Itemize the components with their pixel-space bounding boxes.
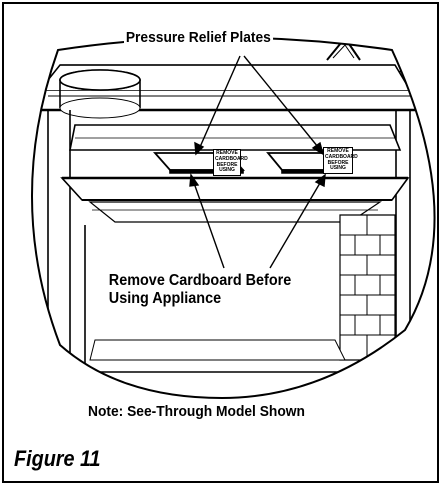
remove-cardboard-sticker-right: REMOVE CARDBOARD BEFORE USING xyxy=(323,147,358,174)
callout-line: Using Appliance xyxy=(108,289,222,307)
sticker-text: REMOVE xyxy=(327,148,349,154)
callout-line: Remove Cardboard Before xyxy=(108,272,292,289)
sticker-text: CARDBOARD xyxy=(325,153,358,160)
sticker-text: BEFORE USING xyxy=(327,159,349,172)
figure-caption: Figure 11 xyxy=(14,446,101,471)
remove-cardboard-callout: Remove Cardboard Before Using Appliance xyxy=(107,271,294,309)
model-note: Note: See-Through Model Shown xyxy=(88,403,305,420)
sticker-text: REMOVE xyxy=(216,150,238,156)
sticker-text: CARDBOARD xyxy=(215,155,248,162)
remove-cardboard-sticker-left: REMOVE CARDBOARD BEFORE USING xyxy=(213,149,248,176)
pressure-relief-plates-callout: Pressure Relief Plates xyxy=(124,29,273,47)
sticker-text: BEFORE USING xyxy=(216,161,238,174)
